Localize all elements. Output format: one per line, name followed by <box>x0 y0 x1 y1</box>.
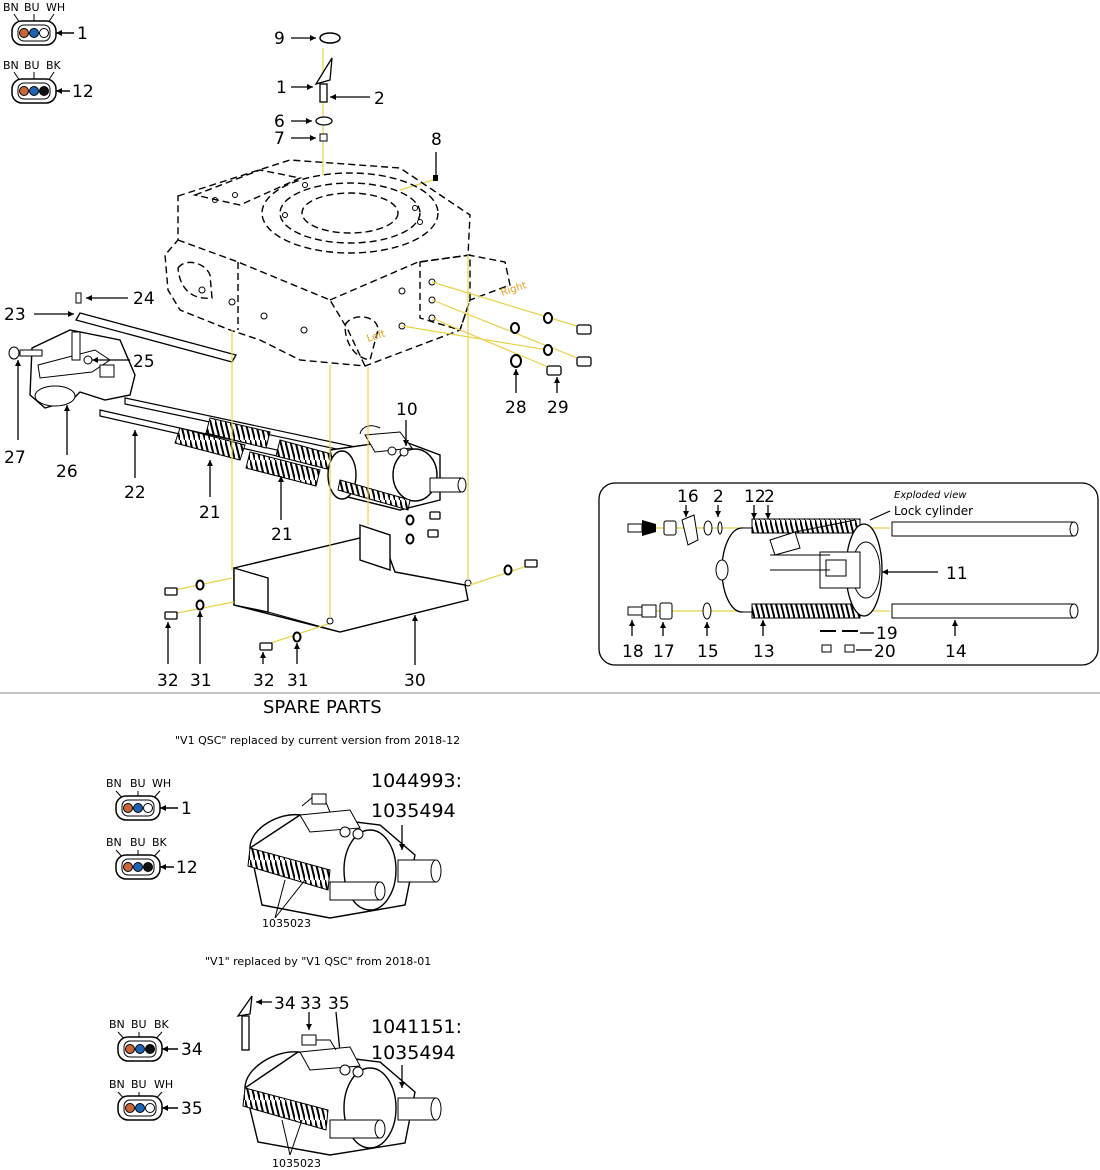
springs: 21 21 <box>174 417 336 545</box>
callout-2: 2 <box>374 89 385 109</box>
callout-21: 21 <box>271 525 293 545</box>
part-number: 1044993: <box>371 770 462 792</box>
callout-34: 34 <box>274 994 296 1014</box>
version-note-2: "V1" replaced by "V1 QSC" from 2018-01 <box>205 955 431 968</box>
bottom-tray: 30 <box>233 524 472 691</box>
callout-33: 33 <box>300 994 322 1014</box>
pin-label: BN <box>109 1078 125 1091</box>
connector-12: BN BU BK 12 <box>3 59 94 104</box>
part-number: 1041151: <box>371 1016 462 1038</box>
cylinder-fasteners <box>405 511 441 545</box>
spare-connector-35: BN BU WH 35 <box>109 1078 203 1121</box>
exploded-view-panel: Exploded view Lock cylinder <box>598 482 1099 666</box>
callout-25: 25 <box>133 352 155 372</box>
callout-34: 34 <box>181 1040 203 1060</box>
version-note-1: "V1 QSC" replaced by current version fro… <box>175 734 460 747</box>
pin-label: BU <box>24 1 40 14</box>
coupling-housing <box>164 159 511 367</box>
pin-label: BK <box>152 836 168 849</box>
pin-label: BK <box>46 59 62 72</box>
callout-1: 1 <box>181 799 192 819</box>
pin-label: WH <box>152 777 171 790</box>
spare-lock-cylinder-2: 34 33 35 <box>236 994 442 1156</box>
callout-30: 30 <box>404 671 426 691</box>
pin-label: WH <box>154 1078 173 1091</box>
callout-27: 27 <box>4 448 26 468</box>
callout-16: 16 <box>677 487 699 507</box>
callout-23: 23 <box>4 305 26 325</box>
callout-6: 6 <box>274 112 285 132</box>
pin-label: BN <box>106 777 122 790</box>
callout-14: 14 <box>945 642 967 662</box>
callout-26: 26 <box>56 462 78 482</box>
callout-7: 7 <box>274 129 285 149</box>
tray-bolt-callouts: 32 31 32 31 <box>157 611 309 691</box>
pin-label: BU <box>131 1018 147 1031</box>
pin-label: BN <box>109 1018 125 1031</box>
exploded-title: Lock cylinder <box>894 504 973 518</box>
callout-17: 17 <box>653 642 675 662</box>
pin-label: BU <box>130 777 146 790</box>
callout-10: 10 <box>396 400 418 420</box>
pin-label: BN <box>3 1 19 14</box>
pin-label: WH <box>46 1 65 14</box>
left-label: Left <box>366 329 387 345</box>
spring-part-number: 1035023 <box>272 1157 321 1170</box>
callout-32: 32 <box>253 671 275 691</box>
callout-15: 15 <box>697 642 719 662</box>
pin-label: BU <box>131 1078 147 1091</box>
callout-18: 18 <box>622 642 644 662</box>
callout-20: 20 <box>874 642 896 662</box>
callout-32: 32 <box>157 671 179 691</box>
lock-cylinder: 10 <box>327 400 467 511</box>
callout-13: 13 <box>753 642 775 662</box>
callout-22: 22 <box>124 483 146 503</box>
housing-holes <box>198 182 436 334</box>
lock-arm-assembly: 23 24 25 27 26 <box>4 289 237 482</box>
callout-11: 11 <box>946 564 968 584</box>
callout-35: 35 <box>328 994 350 1014</box>
spring-part-number: 1035023 <box>262 917 311 930</box>
callout-1: 1 <box>77 24 88 44</box>
callout-31: 31 <box>287 671 309 691</box>
callout-12: 12 <box>72 82 94 102</box>
right-label: Right <box>500 280 529 299</box>
top-parts: 9 1 2 6 7 8 <box>274 29 442 191</box>
callout-19: 19 <box>876 624 898 644</box>
side-bolts: 28 29 <box>401 281 592 418</box>
callout-12: 12 <box>176 858 198 878</box>
callout-12: 12 <box>744 487 766 507</box>
spare-connector-1: BN BU WH 1 <box>106 777 192 821</box>
pin-label: BU <box>130 836 146 849</box>
pin-label: BN <box>106 836 122 849</box>
callout-1: 1 <box>276 78 287 98</box>
assembly-leaders <box>171 255 531 646</box>
pin-label: BU <box>24 59 40 72</box>
callout-9: 9 <box>274 29 285 49</box>
callout-35: 35 <box>181 1099 203 1119</box>
callout-2: 2 <box>764 487 775 507</box>
spare-connector-12: BN BU BK 12 <box>106 836 198 880</box>
part-number: 1035494 <box>371 800 456 822</box>
callout-2: 2 <box>713 487 724 507</box>
pin-label: BK <box>154 1018 170 1031</box>
callout-28: 28 <box>505 398 527 418</box>
tray-bolts <box>164 559 538 651</box>
spare-lock-cylinder-1 <box>247 793 442 919</box>
callout-29: 29 <box>547 398 569 418</box>
callout-31: 31 <box>190 671 212 691</box>
pin-label: BN <box>3 59 19 72</box>
callout-21: 21 <box>199 503 221 523</box>
callout-8: 8 <box>431 130 442 150</box>
connector-1: BN BU WH 1 <box>3 1 88 46</box>
part-number: 1035494 <box>371 1042 456 1064</box>
callout-24: 24 <box>133 289 155 309</box>
spare-parts-heading: SPARE PARTS <box>263 697 382 718</box>
spare-connector-34: BN BU BK 34 <box>109 1018 203 1062</box>
exploded-caption: Exploded view <box>894 490 967 501</box>
